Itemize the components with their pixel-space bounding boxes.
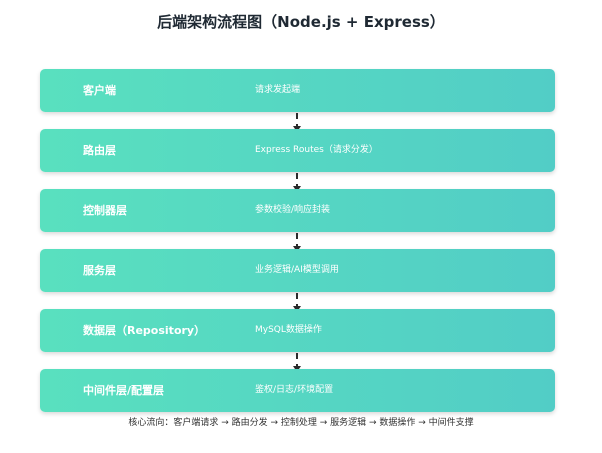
- layer-client: 客户端 请求发起端: [40, 69, 555, 112]
- flow-arrow: [293, 173, 301, 192]
- layer-repository: 数据层（Repository） MySQL数据操作: [40, 309, 555, 352]
- layer-middleware-config: 中间件层/配置层 鉴权/日志/环境配置: [40, 369, 555, 412]
- layer-desc: 参数校验/响应封装: [255, 205, 331, 215]
- diagram-title: 后端架构流程图（Node.js + Express）: [157, 13, 445, 31]
- layer-name: 控制器层: [83, 204, 127, 217]
- layer-name: 数据层（Repository）: [83, 324, 206, 337]
- layer-name: 服务层: [83, 264, 116, 277]
- layer-desc: 鉴权/日志/环境配置: [255, 385, 334, 395]
- layer-desc: MySQL数据操作: [255, 325, 322, 335]
- layer-desc: 请求发起端: [255, 85, 301, 95]
- layer-desc: 业务逻辑/AI模型调用: [255, 265, 339, 275]
- layer-desc: Express Routes（请求分发）: [255, 145, 378, 155]
- flow-arrow: [293, 113, 301, 132]
- layer-name: 中间件层/配置层: [83, 384, 165, 397]
- layer-name: 客户端: [83, 84, 116, 97]
- layer-name: 路由层: [83, 144, 116, 157]
- layer-service: 服务层 业务逻辑/AI模型调用: [40, 249, 555, 292]
- flow-arrow: [293, 233, 301, 252]
- layer-controller: 控制器层 参数校验/响应封装: [40, 189, 555, 232]
- flow-arrow: [293, 293, 301, 312]
- layer-router: 路由层 Express Routes（请求分发）: [40, 129, 555, 172]
- flow-arrow: [293, 353, 301, 372]
- flow-summary: 核心流向：客户端请求 → 路由分发 → 控制处理 → 服务逻辑 → 数据操作 →…: [128, 418, 474, 428]
